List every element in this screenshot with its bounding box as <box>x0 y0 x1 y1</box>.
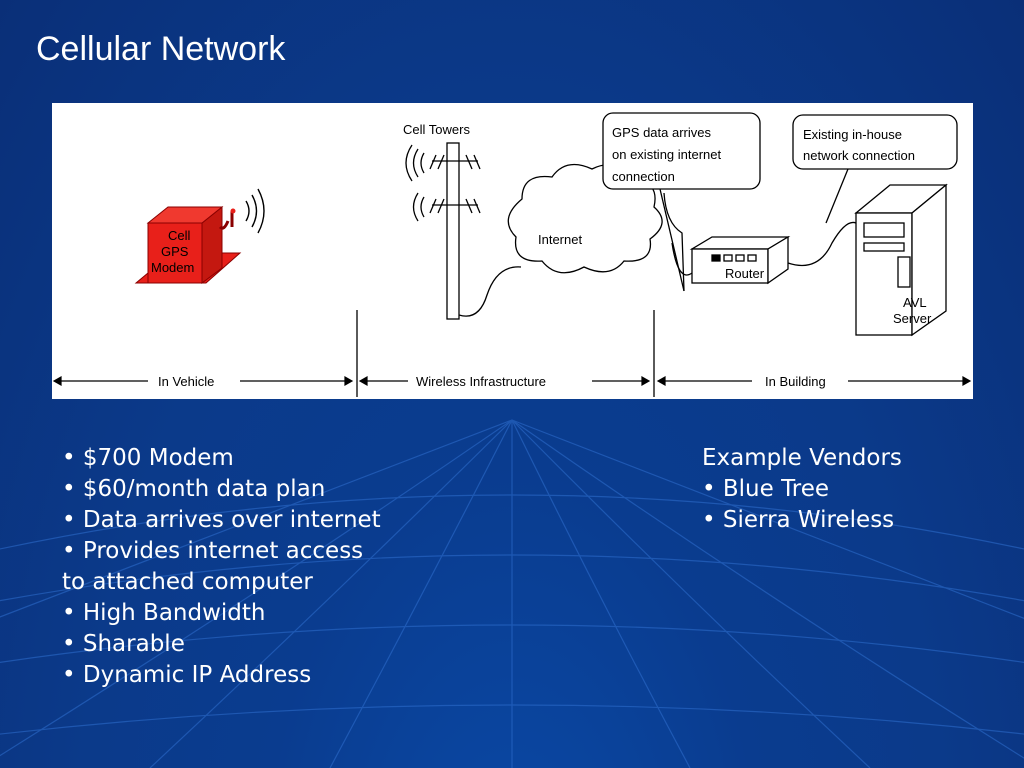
server-label-line1: AVL <box>903 295 927 310</box>
network-diagram: Cell GPS Modem Cell Towers Internet <box>52 103 973 399</box>
callout-gps-line1: GPS data arrives <box>612 125 711 140</box>
internet-cloud-icon <box>507 163 663 274</box>
cell-tower-icon <box>405 142 481 320</box>
server-label-line2: Server <box>893 311 932 326</box>
section-in-vehicle: In Vehicle <box>158 374 214 389</box>
internet-label: Internet <box>538 232 582 247</box>
gps-modem-icon <box>134 188 265 284</box>
callout-network-line2: network connection <box>803 148 915 163</box>
callout-gps-line3: connection <box>612 169 675 184</box>
feature-item: • High Bandwidth <box>62 600 266 626</box>
feature-item: • Sharable <box>62 631 185 657</box>
section-dividers <box>356 310 655 397</box>
feature-item: • $700 Modem <box>62 445 234 471</box>
callout-gps-data <box>602 112 761 292</box>
router-label: Router <box>725 266 765 281</box>
feature-list: • $700 Modem • $60/month data plan • Dat… <box>62 443 381 691</box>
router-icon <box>689 235 791 285</box>
callout-gps-line2: on existing internet <box>612 147 722 162</box>
section-wireless-infrastructure: Wireless Infrastructure <box>416 374 546 389</box>
vendor-list: Example Vendors • Blue Tree • Sierra Wir… <box>702 443 902 536</box>
vendor-item: • Sierra Wireless <box>702 507 895 533</box>
feature-item: • $60/month data plan <box>62 476 326 502</box>
modem-label-line3: Modem <box>151 260 194 275</box>
modem-label-line1: Cell <box>168 228 191 243</box>
vendor-item: • Blue Tree <box>702 476 830 502</box>
feature-item-continuation: to attached computer <box>62 569 313 595</box>
feature-item: • Data arrives over internet <box>62 507 381 533</box>
avl-server-icon <box>854 183 948 337</box>
vendor-heading: Example Vendors <box>702 445 902 471</box>
slide-title: Cellular Network <box>36 30 286 68</box>
feature-item: • Provides internet access <box>62 538 364 564</box>
section-in-building: In Building <box>765 374 826 389</box>
section-arrows <box>52 375 972 387</box>
callout-network-line1: Existing in-house <box>803 127 902 142</box>
modem-label-line2: GPS <box>161 244 189 259</box>
callout-network-connection <box>792 114 958 224</box>
cell-towers-label: Cell Towers <box>403 122 470 137</box>
feature-item: • Dynamic IP Address <box>62 662 312 688</box>
network-cables <box>458 192 857 317</box>
